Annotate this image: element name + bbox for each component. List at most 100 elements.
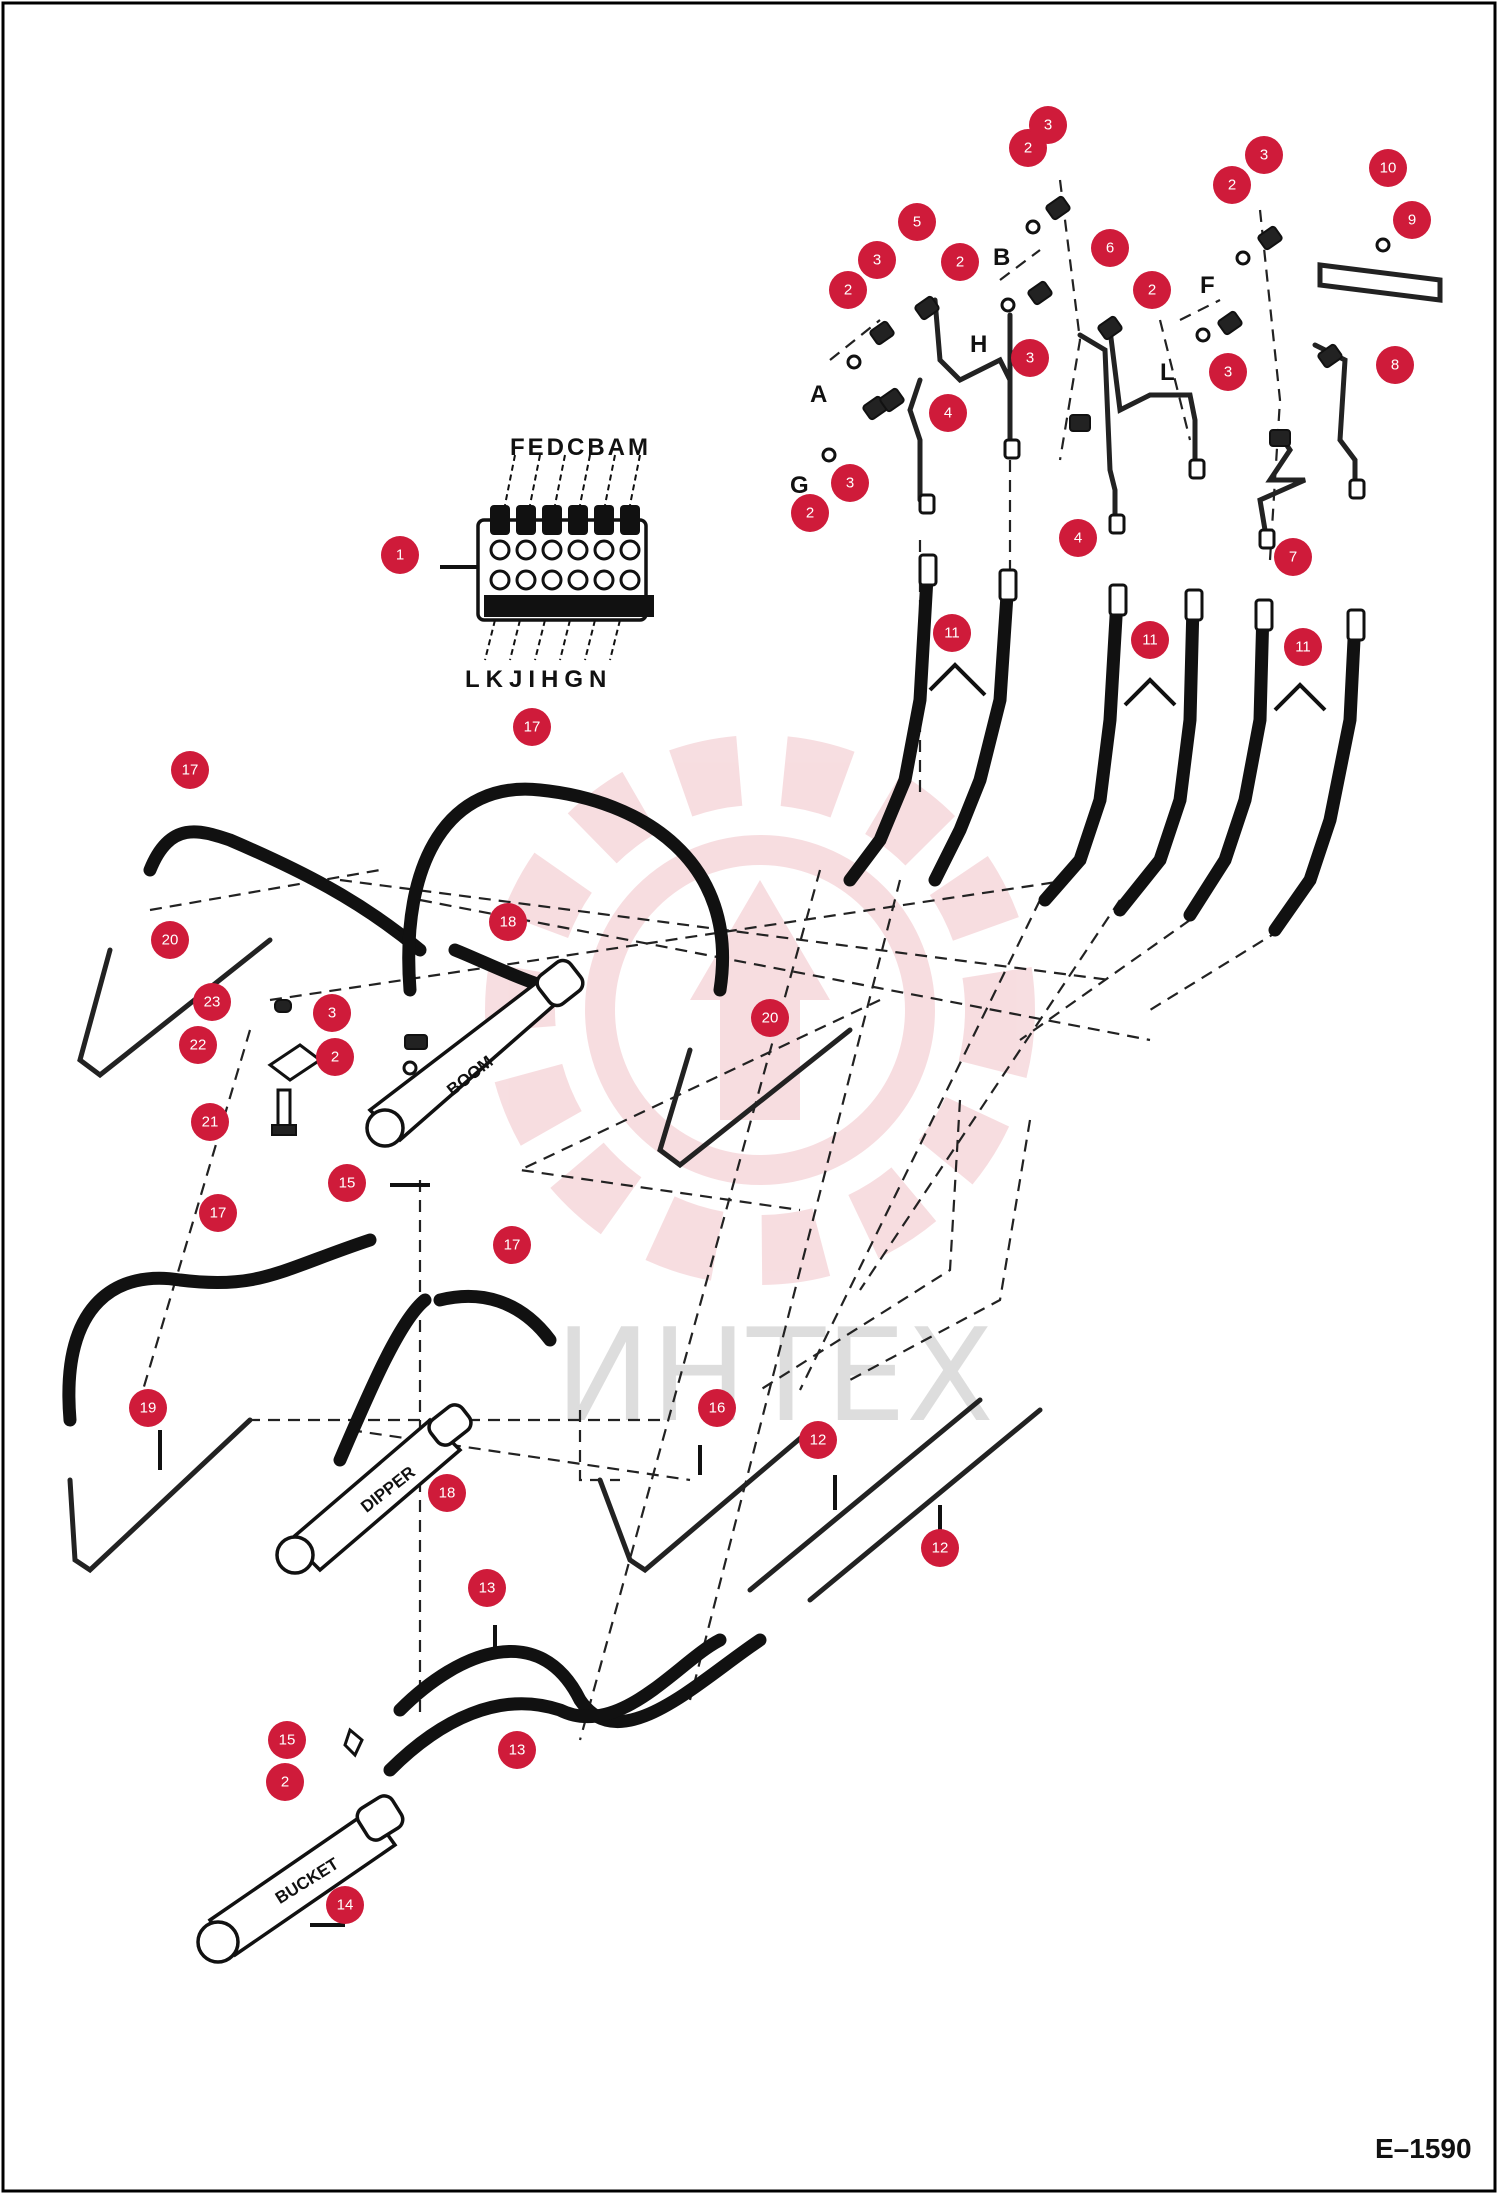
svg-text:10: 10 <box>1380 160 1397 177</box>
callout-6: 6 <box>1091 229 1129 267</box>
callout-3c: 3 <box>858 241 896 279</box>
svg-text:2: 2 <box>844 282 852 299</box>
svg-text:2: 2 <box>806 505 814 522</box>
svg-text:18: 18 <box>439 1485 456 1502</box>
callout-9: 9 <box>1393 201 1431 239</box>
svg-text:2: 2 <box>1148 282 1156 299</box>
svg-text:A: A <box>810 381 827 408</box>
callout-3e: 3 <box>1209 353 1247 391</box>
svg-text:15: 15 <box>279 1732 296 1749</box>
main-hoses[interactable] <box>843 553 1362 937</box>
callout-16: 16 <box>698 1389 736 1427</box>
callout-15a: 15 <box>328 1164 366 1202</box>
callout-18a: 18 <box>489 903 527 941</box>
callout-15b: 15 <box>268 1721 306 1759</box>
callout-19: 19 <box>129 1389 167 1427</box>
svg-text:11: 11 <box>1142 632 1158 649</box>
svg-text:11: 11 <box>1295 639 1311 656</box>
svg-text:12: 12 <box>810 1432 827 1449</box>
callout-18b: 18 <box>428 1474 466 1512</box>
callout-17b: 17 <box>513 708 551 746</box>
boom-hoses[interactable] <box>77 782 853 1169</box>
dipper-hoses[interactable] <box>62 1233 1043 1603</box>
dipper-cylinder[interactable]: DIPPER <box>275 1401 475 1575</box>
callout-12a: 12 <box>799 1421 837 1459</box>
callout-17d: 17 <box>493 1226 531 1264</box>
svg-text:H: H <box>970 331 987 358</box>
callout-3d: 3 <box>1011 339 1049 377</box>
watermark-text: ИНТЕХ <box>555 1302 994 1451</box>
callout-3f: 3 <box>831 464 869 502</box>
svg-text:19: 19 <box>140 1400 157 1417</box>
callout-3a: 3 <box>1029 106 1067 144</box>
figure-reference: E–1590 <box>1375 2133 1472 2164</box>
svg-text:3: 3 <box>846 475 854 492</box>
valve-bottom-letters: LKJIHGN <box>465 666 612 693</box>
callout-17c: 17 <box>199 1194 237 1232</box>
valve-top-letters: FEDCBAM <box>510 434 651 461</box>
svg-text:2: 2 <box>1024 140 1032 157</box>
svg-text:L: L <box>1160 359 1175 386</box>
svg-text:16: 16 <box>709 1400 726 1417</box>
bucket-hoses[interactable] <box>383 1633 767 1777</box>
callout-2g: 2 <box>316 1038 354 1076</box>
svg-text:14: 14 <box>337 1897 354 1914</box>
svg-text:2: 2 <box>281 1774 289 1791</box>
svg-text:3: 3 <box>1026 350 1034 367</box>
callout-2c: 2 <box>829 271 867 309</box>
callout-13b: 13 <box>498 1731 536 1769</box>
callout-2d: 2 <box>941 243 979 281</box>
svg-text:12: 12 <box>932 1540 949 1557</box>
svg-text:4: 4 <box>1074 530 1082 547</box>
callout-4a: 4 <box>929 394 967 432</box>
svg-text:5: 5 <box>913 214 921 231</box>
callout-10: 10 <box>1369 149 1407 187</box>
hose-group-brackets <box>928 662 1327 712</box>
callout-2b: 2 <box>1213 166 1251 204</box>
callout-14: 14 <box>326 1886 364 1924</box>
svg-text:17: 17 <box>182 762 199 779</box>
svg-text:17: 17 <box>210 1205 227 1222</box>
port-letters: A B F G H L <box>790 244 1215 499</box>
callout-13a: 13 <box>468 1569 506 1607</box>
svg-text:4: 4 <box>944 405 952 422</box>
callout-11a: 11 <box>933 614 971 652</box>
svg-text:3: 3 <box>328 1005 336 1022</box>
callout-7: 7 <box>1274 538 1312 576</box>
svg-text:23: 23 <box>204 994 221 1011</box>
svg-text:2: 2 <box>331 1049 339 1066</box>
svg-text:3: 3 <box>1224 364 1232 381</box>
upper-fittings[interactable] <box>821 195 1391 550</box>
callout-2e: 2 <box>1133 271 1171 309</box>
svg-text:B: B <box>993 244 1010 271</box>
callout-2i: 2 <box>1236 327 1244 344</box>
callout-21: 21 <box>191 1103 229 1141</box>
callout-8: 8 <box>1376 346 1414 384</box>
callout-1: 1 <box>381 536 419 574</box>
number-leaders <box>158 1183 942 1927</box>
control-valve[interactable] <box>476 454 654 661</box>
svg-text:2: 2 <box>1228 177 1236 194</box>
svg-text:17: 17 <box>524 719 541 736</box>
callout-20a: 20 <box>151 921 189 959</box>
upper-tubes[interactable] <box>907 262 1443 533</box>
hose-end-fittings[interactable] <box>918 553 1366 642</box>
callout-5: 5 <box>898 203 936 241</box>
callout-3b: 3 <box>1245 136 1283 174</box>
svg-text:2: 2 <box>1236 327 1244 344</box>
callout-12b: 12 <box>921 1529 959 1567</box>
svg-text:17: 17 <box>504 1237 521 1254</box>
svg-text:1: 1 <box>396 547 404 564</box>
callout-23: 23 <box>193 983 231 1021</box>
pin-hardware[interactable] <box>267 999 428 1136</box>
svg-text:8: 8 <box>1391 357 1399 374</box>
svg-text:20: 20 <box>762 1010 779 1027</box>
callout-11b: 11 <box>1131 621 1169 659</box>
svg-text:3: 3 <box>1260 147 1268 164</box>
callout-22: 22 <box>179 1026 217 1064</box>
svg-text:22: 22 <box>190 1037 207 1054</box>
svg-text:11: 11 <box>944 625 960 642</box>
bucket-cylinder[interactable]: BUCKET <box>196 1727 406 1964</box>
